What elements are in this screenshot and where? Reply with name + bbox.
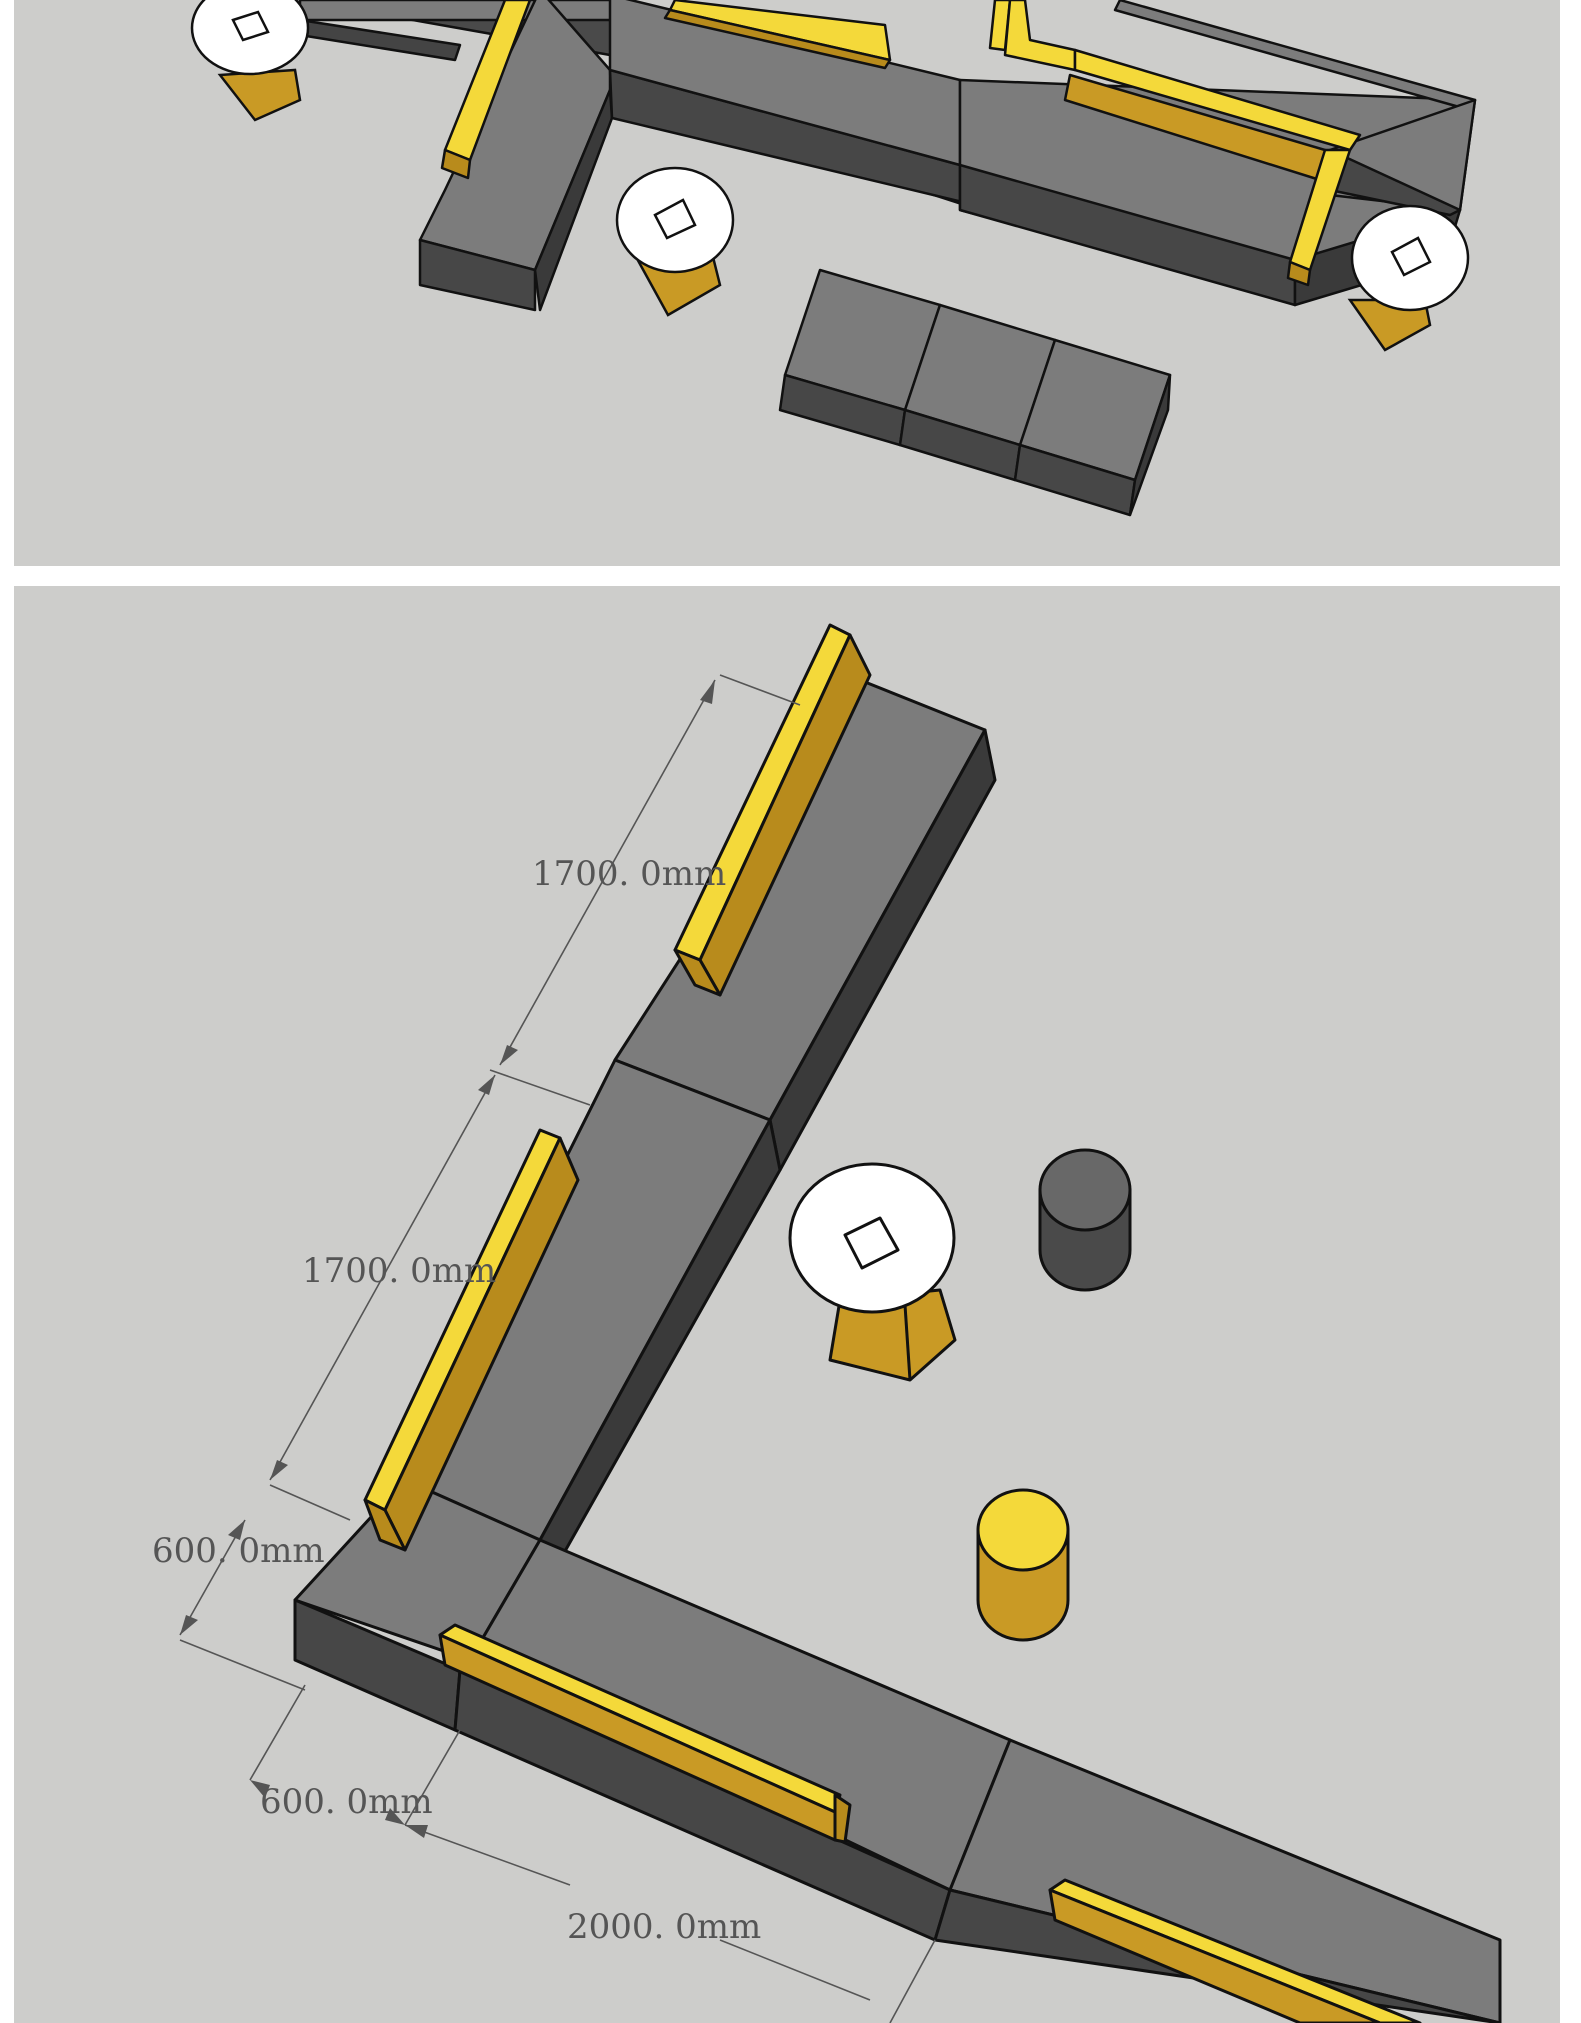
dimension-label-middle-arm: 1700. 0mm bbox=[302, 1251, 496, 1291]
backrest-upper bbox=[673, 623, 872, 997]
round-table-1 bbox=[190, 0, 310, 122]
stool-yellow bbox=[976, 1488, 1070, 1642]
bench-segment-lower-right bbox=[948, 1738, 1502, 2023]
round-tables-top bbox=[190, 0, 1470, 352]
backrest-lower-right bbox=[1048, 1878, 1422, 2023]
stool-gray bbox=[1038, 1148, 1132, 1292]
sofa-bench bbox=[293, 678, 1502, 2023]
round-table-2 bbox=[615, 166, 735, 317]
dimension-label-lower-arm: 2000. 0mm bbox=[567, 1907, 761, 1947]
top-view-panel bbox=[0, 0, 1581, 572]
backrest-lower-left bbox=[438, 1623, 852, 1844]
bench-assembly-top bbox=[298, 0, 1477, 312]
three-seat-bench-top bbox=[778, 268, 1172, 517]
round-table bbox=[788, 1162, 957, 1382]
dimension-arrows bbox=[180, 680, 715, 1838]
top-view-drawing bbox=[14, 0, 1560, 566]
backrests bbox=[363, 623, 1422, 2023]
dimension-label-depth-vertical: 600. 0mm bbox=[152, 1531, 325, 1571]
detail-view-panel: 1700. 0mm 1700. 0mm 600. 0mm 600. 0mm 20… bbox=[0, 580, 1581, 2023]
dimension-label-depth-horizontal: 600. 0mm bbox=[260, 1782, 433, 1822]
round-table-3 bbox=[1347, 204, 1470, 352]
detail-view-drawing: 1700. 0mm 1700. 0mm 600. 0mm 600. 0mm 20… bbox=[14, 586, 1560, 2023]
backrest-middle bbox=[363, 1128, 580, 1552]
dimension-lines bbox=[179, 674, 936, 2023]
dimension-label-upper-arm: 1700. 0mm bbox=[532, 854, 726, 894]
